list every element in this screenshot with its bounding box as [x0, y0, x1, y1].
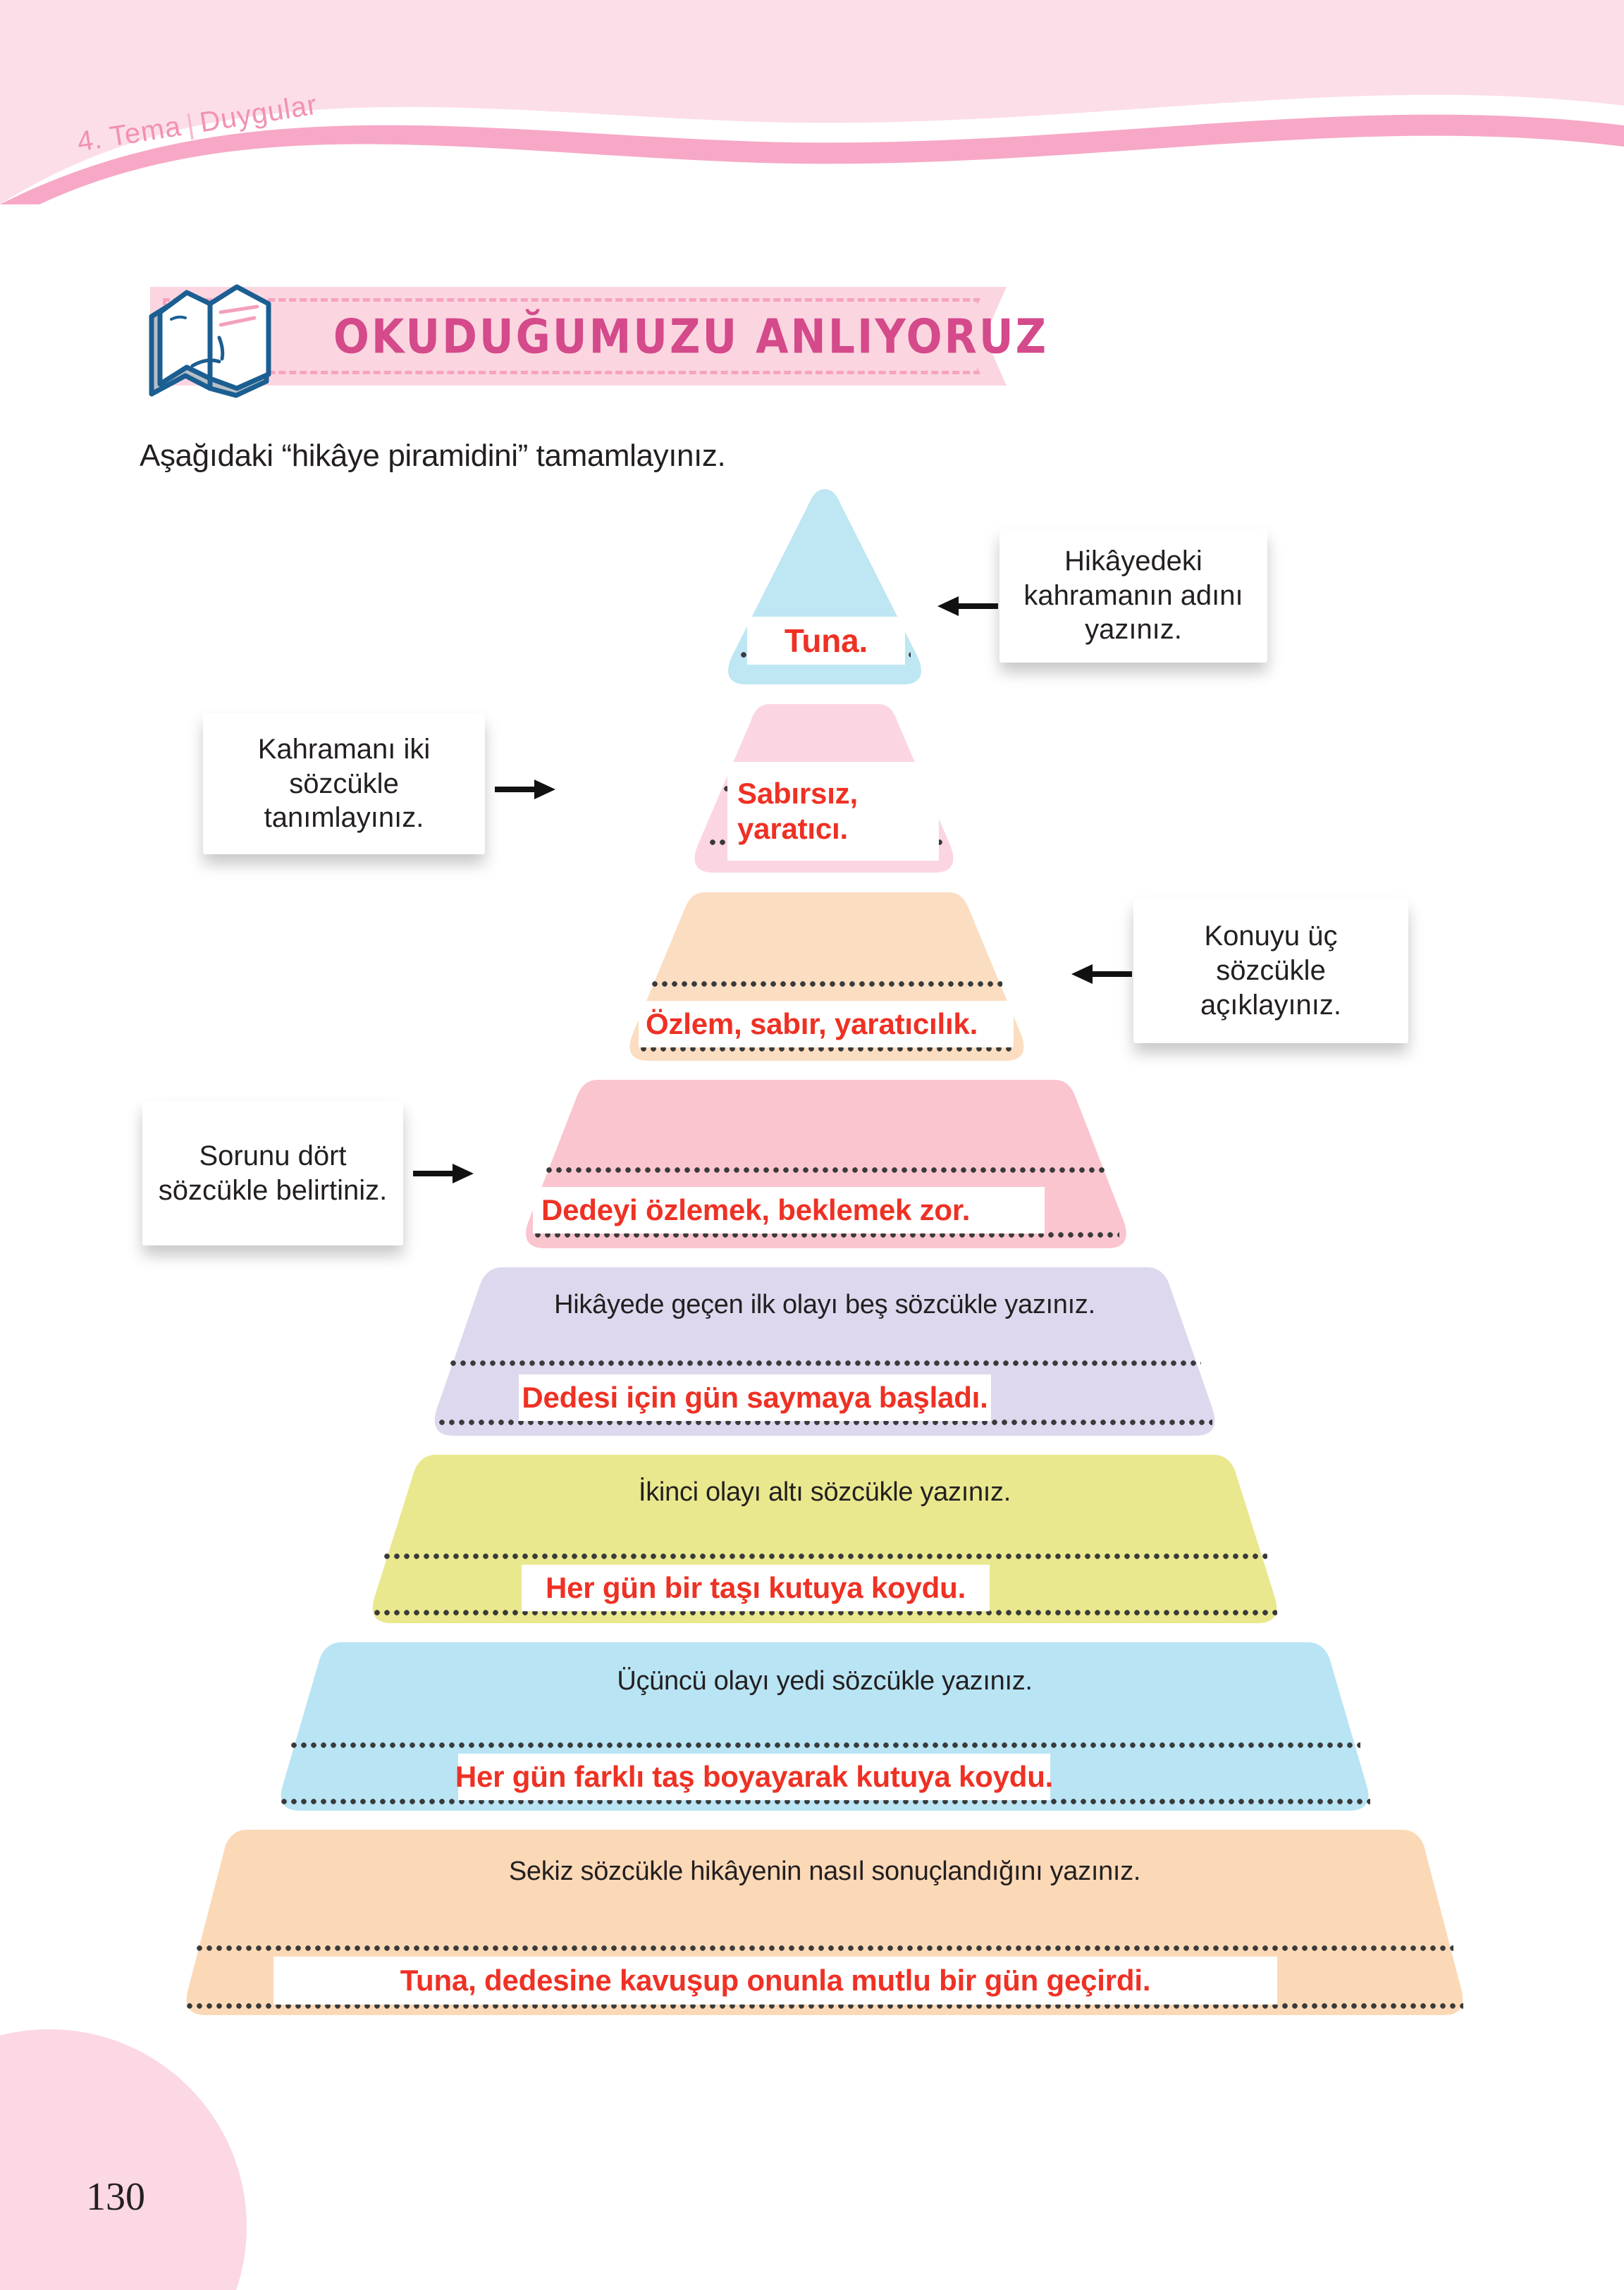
page-number: 130 [86, 2175, 145, 2219]
tier-2-answer-text: Sabırsız, yaratıcı. [737, 777, 858, 845]
callout-tier-1: Hikâyedeki kahramanın adını yazınız. [999, 529, 1267, 663]
pyramid-tier-7: Üçüncü olayı yedi sözcükle yazınız. Her … [226, 1638, 1424, 1814]
banner-ribbon-shape [150, 287, 1007, 386]
tier-5-dotted-line-top [448, 1360, 1201, 1366]
open-book-icon [149, 284, 271, 398]
tier-6-dotted-line-top [382, 1553, 1267, 1559]
section-title: OKUDUĞUMUZU ANLIYORUZ [333, 309, 1049, 365]
page-corner-decoration [0, 2029, 247, 2290]
tier-7-prompt: Üçüncü olayı yedi sözcükle yazınız. [617, 1666, 1033, 1696]
pyramid-tier-3: Özlem, sabır, yaratıcılık. [577, 888, 1077, 1064]
tier-8-answer: Tuna, dedesine kavuşup onunla mutlu bir … [273, 1957, 1277, 2005]
tier-8-dotted-line-bottom [185, 2003, 1463, 2009]
tier-6-answer: Her gün bir taşı kutuya koydu. [522, 1565, 990, 1611]
pyramid-tier-2: Sabırsız, yaratıcı. [637, 700, 1011, 876]
pyramid-tier-5: Hikâyede geçen ilk olayı beş sözcükle ya… [381, 1263, 1269, 1439]
section-banner: OKUDUĞUMUZU ANLIYORUZ [137, 271, 1049, 398]
tier-4-answer: Dedeyi özlemek, beklemek zor. [533, 1187, 1045, 1233]
tier-5-dotted-line-bottom [437, 1420, 1212, 1425]
pyramid-tier-1: Tuna. [705, 486, 945, 687]
tier-7-answer: Her gün farklı taş boyayarak kutuya koyd… [455, 1754, 1053, 1800]
callout-tier-2: Kahramanı iki sözcükle tanımlayınız. [203, 713, 485, 854]
arrow-to-tier-4-icon [413, 1164, 474, 1183]
pyramid-tier-6: İkinci olayı altı sözcükle yazınız. Her … [317, 1451, 1332, 1627]
pyramid-tier-4: Dedeyi özlemek, beklemek zor. [474, 1076, 1179, 1252]
header-wave-decoration [0, 0, 1624, 204]
tier-4-dotted-line-bottom [533, 1232, 1119, 1238]
callout-tier-3: Konuyu üç sözcükle açıklayınız. [1133, 899, 1408, 1043]
story-pyramid: Tuna. Sabırsız, yaratıcı. Özlem, sabır, … [0, 486, 1624, 2044]
tier-3-dotted-line-bottom [639, 1046, 1014, 1052]
tier-6-prompt: İkinci olayı altı sözcükle yazınız. [638, 1477, 1011, 1507]
tier-8-dotted-line-top [195, 1945, 1453, 1951]
tier-5-answer: Dedesi için gün saymaya başladı. [519, 1374, 991, 1421]
tier-1-answer: Tuna. [747, 617, 905, 665]
tier-8-prompt: Sekiz sözcükle hikâyenin nasıl sonuçland… [508, 1857, 1141, 1886]
arrow-to-tier-3-icon [1071, 964, 1132, 984]
tier-7-dotted-line-top [289, 1742, 1360, 1748]
tier-7-dotted-line-bottom [279, 1799, 1370, 1804]
tier-3-dotted-line-top [650, 981, 1002, 987]
tier-6-dotted-line-bottom [372, 1610, 1277, 1615]
arrow-to-tier-1-icon [937, 596, 998, 616]
pyramid-tier-8: Sekiz sözcükle hikâyenin nasıl sonuçland… [134, 1826, 1515, 2019]
tier-4-dotted-line-top [544, 1167, 1108, 1173]
tier-5-prompt: Hikâyede geçen ilk olayı beş sözcükle ya… [554, 1290, 1095, 1319]
tier-3-answer: Özlem, sabır, yaratıcılık. [639, 1001, 1014, 1047]
arrow-to-tier-2-icon [495, 780, 555, 799]
callout-tier-4: Sorunu dört sözcükle belirtiniz. [142, 1101, 403, 1245]
task-instruction: Aşağıdaki “hikâye piramidini” tamamlayın… [140, 438, 726, 473]
tier-2-answer: Sabırsız, yaratıcı. [727, 762, 939, 861]
